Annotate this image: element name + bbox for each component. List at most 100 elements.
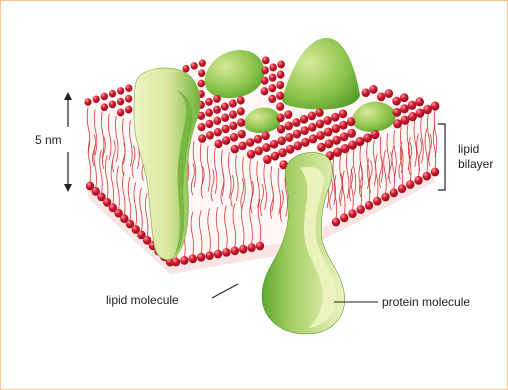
lipid-head [246,138,254,147]
thickness-arrow [64,92,72,192]
lipid-head [262,56,269,64]
lipid-head [101,93,108,101]
lipid-head [263,155,272,164]
lipid-head [333,148,342,157]
protein-molecule-label: protein molecule [382,295,470,310]
lipid-head [229,99,237,107]
lipid-head [229,110,237,118]
lipid-head [340,213,348,222]
lipid-head [400,104,409,113]
lipid-head [222,136,230,145]
lipid-head [324,128,333,137]
lipid-head [229,122,237,130]
lipid-head [205,109,213,117]
lipid-head [414,176,422,185]
lipid-head [365,201,373,210]
lipid-head [189,254,197,263]
lipid-head [197,253,205,262]
lipid-head [213,95,221,103]
lipid-head [239,245,247,254]
peripheral-protein-tall [282,38,360,110]
lipid-head [205,120,213,128]
lipid-head [277,71,285,79]
lipid-head [315,108,323,117]
lipid-head [408,112,417,121]
lipid-head [198,134,206,142]
lipid-head [431,101,440,110]
lipid-head [401,116,410,125]
bilayer-label-line1: lipid [458,142,479,157]
lipid-head [416,108,425,117]
lipid-head [261,66,269,74]
lipid-head [284,110,292,119]
lipid-head [269,74,277,82]
lipid-head [198,123,206,131]
lipid-head [400,93,409,102]
lipid-head [237,96,245,104]
lipid-head [316,119,324,128]
lipid-head [84,98,91,106]
lipid-head [362,88,370,97]
lipid-head [347,117,356,126]
lipid-head [125,95,132,103]
lipid-head [341,144,350,153]
lipid-head [347,129,356,138]
lipid-head [125,106,132,114]
lipid-head [390,188,398,197]
lipid-head [268,84,276,92]
lipid-head [277,125,285,134]
lipid-head [237,107,245,115]
lipid-head [117,98,124,106]
thickness-label: 5 nm [35,133,62,148]
lipid-head [231,246,239,255]
lipid-head [369,85,377,94]
lipid-head [222,125,230,133]
lipid-head [261,77,269,85]
lipid-head [357,205,365,214]
lipid-head [431,168,439,177]
lipid-head [377,92,385,101]
lipid-head [180,256,188,265]
lipid-head [205,98,213,106]
lipid-head [356,137,365,146]
lipid-head [109,101,116,109]
lipid-head [301,138,310,147]
lipid-head [270,140,278,149]
lipid-head [381,193,389,202]
lipid-head [294,141,303,150]
lipid-head [256,242,264,251]
lipid-head [348,140,357,149]
lipid-head [93,95,100,103]
lipid-molecule-leader [212,284,238,298]
lipid-head [371,130,380,139]
lipid-head [276,81,284,89]
lipid-head [332,124,341,133]
lipid-head [292,118,300,127]
lipid-head [213,117,221,125]
lipid-head [392,97,401,106]
lipid-head [238,141,246,150]
lipid-head [323,116,331,125]
lipid-head [191,62,198,70]
lipid-head [262,143,270,152]
lipid-head [363,133,372,142]
lipid-molecule-label: lipid molecule [106,293,179,308]
lipid-head [276,92,284,100]
lipid-head [198,69,205,77]
lipid-head [277,60,285,68]
lipid-head [101,103,108,111]
lipid-head [415,97,424,106]
lipid-head [206,131,214,139]
lipid-head [332,218,340,227]
lipid-head [332,136,341,145]
lipid-head [214,250,222,259]
lipid-head [406,180,414,189]
lipid-head [331,113,339,122]
lipid-head [309,134,318,143]
lipid-head [254,135,262,144]
lipid-head [285,133,293,142]
lipid-head [317,143,326,152]
lipid-head [348,209,356,218]
lipid-head [238,130,246,139]
